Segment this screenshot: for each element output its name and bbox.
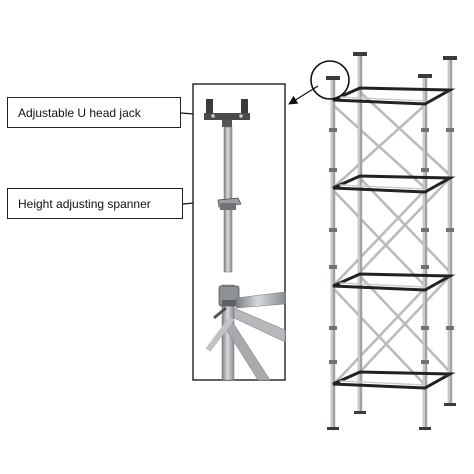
spanner-nut-detail bbox=[217, 197, 242, 210]
frame-levels bbox=[332, 86, 456, 390]
u-head-jack-detail bbox=[204, 99, 250, 127]
label-height-adjusting-spanner: Height adjusting spanner bbox=[7, 188, 183, 219]
base-plates bbox=[327, 403, 456, 430]
top-u-heads bbox=[326, 52, 457, 80]
label-text-u-head-jack: Adjustable U head jack bbox=[18, 105, 141, 120]
magnify-circle-icon bbox=[310, 60, 350, 100]
label-adjustable-u-head-jack: Adjustable U head jack bbox=[7, 97, 181, 128]
coupler-nodes bbox=[329, 128, 454, 364]
scaffold-tower bbox=[326, 52, 457, 431]
diagonal-braces bbox=[331, 90, 452, 387]
detail-inset bbox=[192, 83, 286, 381]
label-text-spanner: Height adjusting spanner bbox=[18, 196, 151, 211]
